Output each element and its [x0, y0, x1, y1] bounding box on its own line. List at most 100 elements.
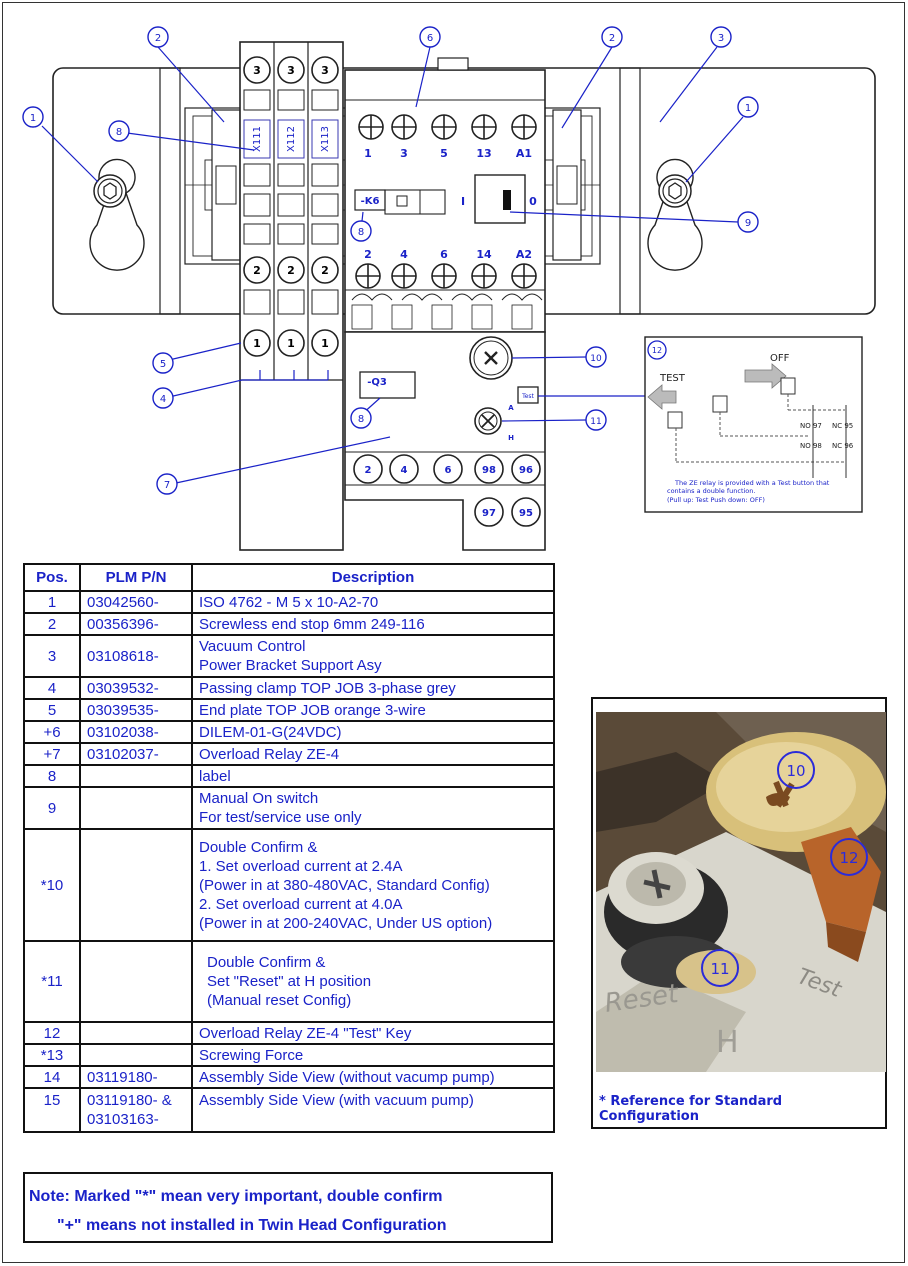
row-pos: 8	[23, 764, 81, 788]
header-pos: Pos.	[23, 563, 81, 592]
row-pn	[79, 764, 193, 788]
contactor-top-a1: A1	[516, 147, 532, 160]
row-pn: 03102038-	[79, 720, 193, 744]
contactor-bottom-2: 2	[364, 248, 372, 261]
row-pos: *13	[23, 1043, 81, 1067]
callout-4: 4	[160, 394, 166, 405]
relay-term-4: 4	[401, 465, 408, 476]
desc-line: (Manual reset Config)	[207, 992, 352, 1009]
switch-0-label: 0	[529, 195, 537, 208]
relay-test-button: Test	[521, 393, 534, 400]
row-pos: 15	[23, 1087, 81, 1133]
row-pn	[79, 1021, 193, 1045]
terminal-top-1: 3	[253, 64, 261, 77]
overload-relay: -Q3 Test A H	[344, 331, 546, 551]
screw-right	[647, 158, 703, 271]
terminal-label-2: X112	[286, 126, 297, 152]
terminal-row-top: 3 3 3	[243, 56, 339, 84]
relay-label: -Q3	[367, 377, 387, 388]
desc-line: Vacuum Control	[199, 638, 306, 655]
table-row: 8 label	[23, 764, 555, 788]
callout-6: 6	[427, 33, 433, 44]
contactor-bottom-4: 4	[400, 248, 408, 261]
test-inset: 12 OFF TEST NO 97 NC 95 NO 98 NC 96 The …	[644, 336, 863, 513]
contactor-bottom-a2: A2	[516, 248, 532, 261]
row-pos: 12	[23, 1021, 81, 1045]
terminal-bottom-2: 1	[287, 337, 295, 350]
row-desc: Overload Relay ZE-4	[191, 742, 555, 766]
desc-line: 1. Set overload current at 2.4A	[199, 857, 403, 875]
callouts: 1 1 2 2 3 6 8 8 9 5 4 8 7 10 11	[22, 26, 759, 495]
row-desc: End plate TOP JOB orange 3-wire	[191, 698, 555, 722]
assembly-diagram: X111 X112 X113 3 3 3 2 2 2 1	[22, 26, 876, 551]
row-pn	[79, 828, 193, 942]
row-desc: Manual On switch For test/service use on…	[191, 786, 555, 830]
inset-caption-1: The ZE relay is provided with a Test but…	[674, 479, 830, 487]
row-pn: 03102037-	[79, 742, 193, 766]
row-pn: 03042560-	[79, 590, 193, 614]
contactor-label-holder: -K6	[354, 189, 446, 215]
photo-caption: * Reference for Standard Configuration	[599, 1094, 783, 1124]
header-pn: PLM P/N	[79, 563, 193, 592]
end-stop-right	[552, 109, 582, 261]
contactor-top-terminals: 1 3 5 13 A1	[358, 114, 537, 160]
svg-text:H: H	[716, 1025, 739, 1060]
row-pn	[79, 940, 193, 1023]
desc-line: Manual On switch	[199, 790, 319, 807]
note-line-2: "+" means not installed in Twin Head Con…	[57, 1217, 447, 1234]
relay-a-label: A	[508, 404, 514, 412]
reference-photo-box: Reset H Test 10 12 11 * Reference for St…	[591, 697, 887, 1129]
row-pn: 03119180-	[79, 1065, 193, 1089]
table-row: +6 03102038- DILEM-01-G(24VDC)	[23, 720, 555, 744]
row-desc: Double Confirm & 1. Set overload current…	[191, 828, 555, 942]
table-row: 1 03042560- ISO 4762 - M 5 x 10-A2-70	[23, 590, 555, 614]
row-pn	[79, 1043, 193, 1067]
switch-i-label: I	[461, 195, 465, 208]
terminal-top-3: 3	[321, 64, 329, 77]
table-row: 15 03119180- & 03103163- Assembly Side V…	[23, 1087, 555, 1133]
row-pos: 1	[23, 590, 81, 614]
row-desc: Vacuum Control Power Bracket Support Asy	[191, 634, 555, 678]
terminal-mid-3: 2	[321, 264, 329, 277]
row-desc: Assembly Side View (with vacuum pump)	[191, 1087, 555, 1133]
table-row: 9 Manual On switch For test/service use …	[23, 786, 555, 830]
photo-label-12: 12	[839, 849, 858, 867]
callout-1-right: 1	[745, 103, 751, 114]
relay-term-98: 98	[482, 465, 496, 476]
table-row: 3 03108618- Vacuum Control Power Bracket…	[23, 634, 555, 678]
contactor-label: -K6	[361, 196, 380, 207]
table-header-row: Pos. PLM P/N Description	[23, 563, 555, 592]
terminal-mid-2: 2	[287, 264, 295, 277]
end-stop-left	[211, 109, 241, 261]
contactor-top-1: 1	[364, 147, 372, 160]
inset-nc95: NC 95	[832, 422, 853, 430]
relay-term-95: 95	[519, 508, 533, 519]
row-desc: Double Confirm & Set "Reset" at H positi…	[191, 940, 555, 1023]
desc-line: (Power in at 380-480VAC, Standard Config…	[199, 876, 490, 894]
row-desc: label	[191, 764, 555, 788]
terminal-label-1: X111	[252, 126, 263, 152]
screw-left	[89, 158, 145, 271]
row-desc: Screwing Force	[191, 1043, 555, 1067]
row-desc: Assembly Side View (without vacump pump)	[191, 1065, 555, 1089]
callout-8-top: 8	[116, 127, 122, 138]
table-row: *11 Double Confirm & Set "Reset" at H po…	[23, 940, 555, 1023]
desc-line: (Power in at 200-240VAC, Under US option…	[199, 914, 493, 932]
desc-line: For test/service use only	[199, 809, 362, 826]
row-pos: 3	[23, 634, 81, 678]
row-desc: Overload Relay ZE-4 "Test" Key	[191, 1021, 555, 1045]
terminal-top-2: 3	[287, 64, 295, 77]
row-desc: ISO 4762 - M 5 x 10-A2-70	[191, 590, 555, 614]
terminal-bottom-3: 1	[321, 337, 329, 350]
row-pos: 4	[23, 676, 81, 700]
contactor-bottom-14: 14	[476, 248, 492, 261]
table-row: +7 03102037- Overload Relay ZE-4	[23, 742, 555, 766]
row-desc: Screwless end stop 6mm 249-116	[191, 612, 555, 636]
relay-term-96: 96	[519, 465, 533, 476]
inset-off-label: OFF	[770, 353, 790, 364]
header-description: Description	[191, 563, 555, 592]
desc-line: Double Confirm &	[199, 838, 318, 856]
desc-line: Set "Reset" at H position	[207, 973, 372, 990]
callout-11: 11	[590, 417, 601, 427]
